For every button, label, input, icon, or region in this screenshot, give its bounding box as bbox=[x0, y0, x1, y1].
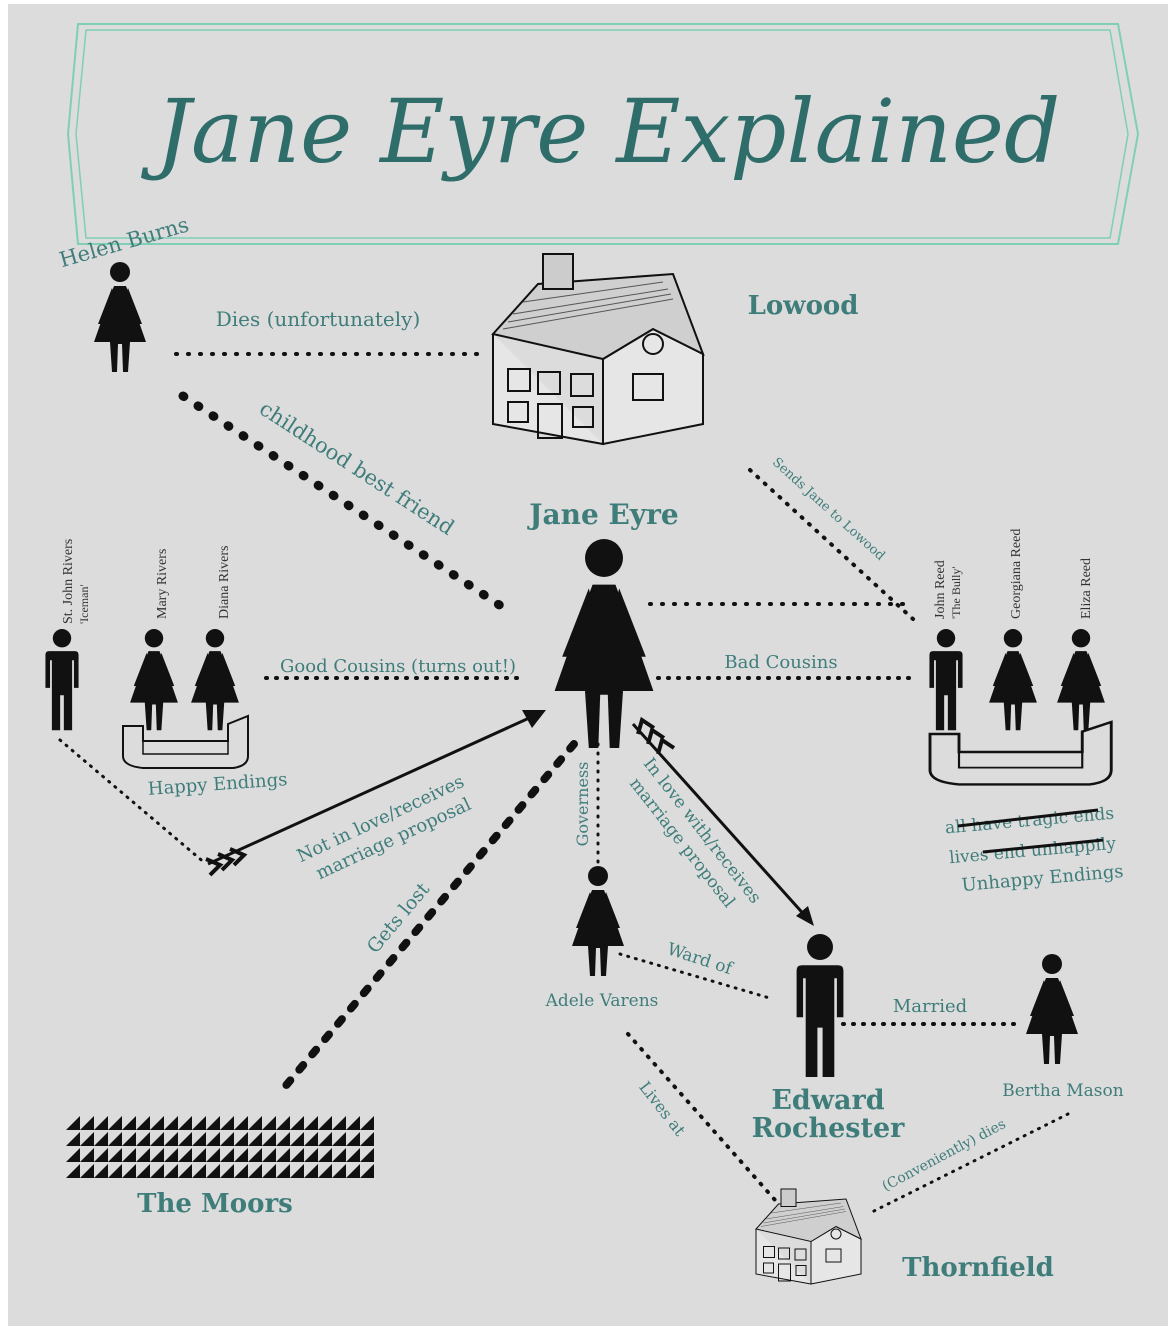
connector-lowood-reed bbox=[750, 470, 913, 619]
married-label: Married bbox=[893, 996, 967, 1017]
helen-figure-icon bbox=[94, 262, 146, 372]
rivers-couch-icon bbox=[123, 716, 248, 768]
thornfield-label: Thornfield bbox=[902, 1253, 1054, 1283]
reed-couch-icon bbox=[930, 722, 1111, 784]
connector-helen-jane bbox=[183, 396, 513, 614]
ward-of-label: Ward of bbox=[665, 939, 737, 979]
sends-label: Sends Jane to Lowood bbox=[769, 455, 888, 564]
bad-cousins-label: Bad Cousins bbox=[724, 652, 837, 673]
moors-label: The Moors bbox=[137, 1189, 293, 1219]
thornfield-house-icon bbox=[756, 1189, 861, 1284]
adele-label: Adele Varens bbox=[545, 991, 659, 1011]
eliza-label: Eliza Reed bbox=[1079, 558, 1094, 619]
st-john-nick-label: 'Iceman' bbox=[77, 584, 91, 624]
adele-figure-icon bbox=[572, 866, 624, 976]
page-title: Jane Eyre Explained bbox=[141, 80, 1061, 183]
edward-figure-icon bbox=[797, 934, 844, 1077]
john-reed-figure-icon bbox=[929, 629, 962, 730]
john-reed-label: John Reed bbox=[933, 560, 948, 619]
diagram-svg: Jane Eyre Explained Helen Burns Dies (un… bbox=[8, 4, 1168, 1326]
jane-figure-icon bbox=[555, 539, 654, 748]
jane-eyre-label: Jane Eyre bbox=[526, 498, 679, 531]
lowood-house-icon bbox=[493, 254, 703, 444]
infographic-canvas: Jane Eyre Explained Helen Burns Dies (un… bbox=[8, 4, 1168, 1326]
lives-at-label: Lives at bbox=[635, 1078, 689, 1140]
happy-endings-label: Happy Endings bbox=[147, 769, 288, 800]
unhappy-line-1: all have tragic ends bbox=[944, 804, 1115, 839]
unhappy-line-3: Unhappy Endings bbox=[961, 861, 1125, 896]
good-cousins-label: Good Cousins (turns out!) bbox=[280, 656, 516, 677]
st-john-figure-icon bbox=[45, 629, 78, 730]
georgiana-figure-icon bbox=[989, 629, 1037, 730]
edward-label-1: Edward bbox=[771, 1085, 884, 1116]
bertha-figure-icon bbox=[1026, 954, 1078, 1064]
mary-rivers-label: Mary Rivers bbox=[155, 549, 170, 619]
lowood-label: Lowood bbox=[748, 291, 859, 321]
georgiana-label: Georgiana Reed bbox=[1009, 529, 1024, 619]
st-john-label: St. John Rivers bbox=[61, 539, 76, 624]
diana-rivers-label: Diana Rivers bbox=[217, 546, 232, 619]
mary-figure-icon bbox=[130, 629, 178, 730]
bertha-label: Bertha Mason bbox=[1002, 1081, 1124, 1101]
edward-label-2: Rochester bbox=[752, 1113, 906, 1144]
diana-figure-icon bbox=[191, 629, 239, 730]
john-reed-nick-label: 'The Bully' bbox=[949, 566, 963, 619]
eliza-figure-icon bbox=[1057, 629, 1105, 730]
gets-lost-label: Gets lost bbox=[363, 878, 435, 957]
moors-triangles-icon bbox=[66, 1116, 374, 1178]
dies-label: Dies (unfortunately) bbox=[216, 307, 421, 331]
governess-label: Governess bbox=[573, 762, 592, 847]
